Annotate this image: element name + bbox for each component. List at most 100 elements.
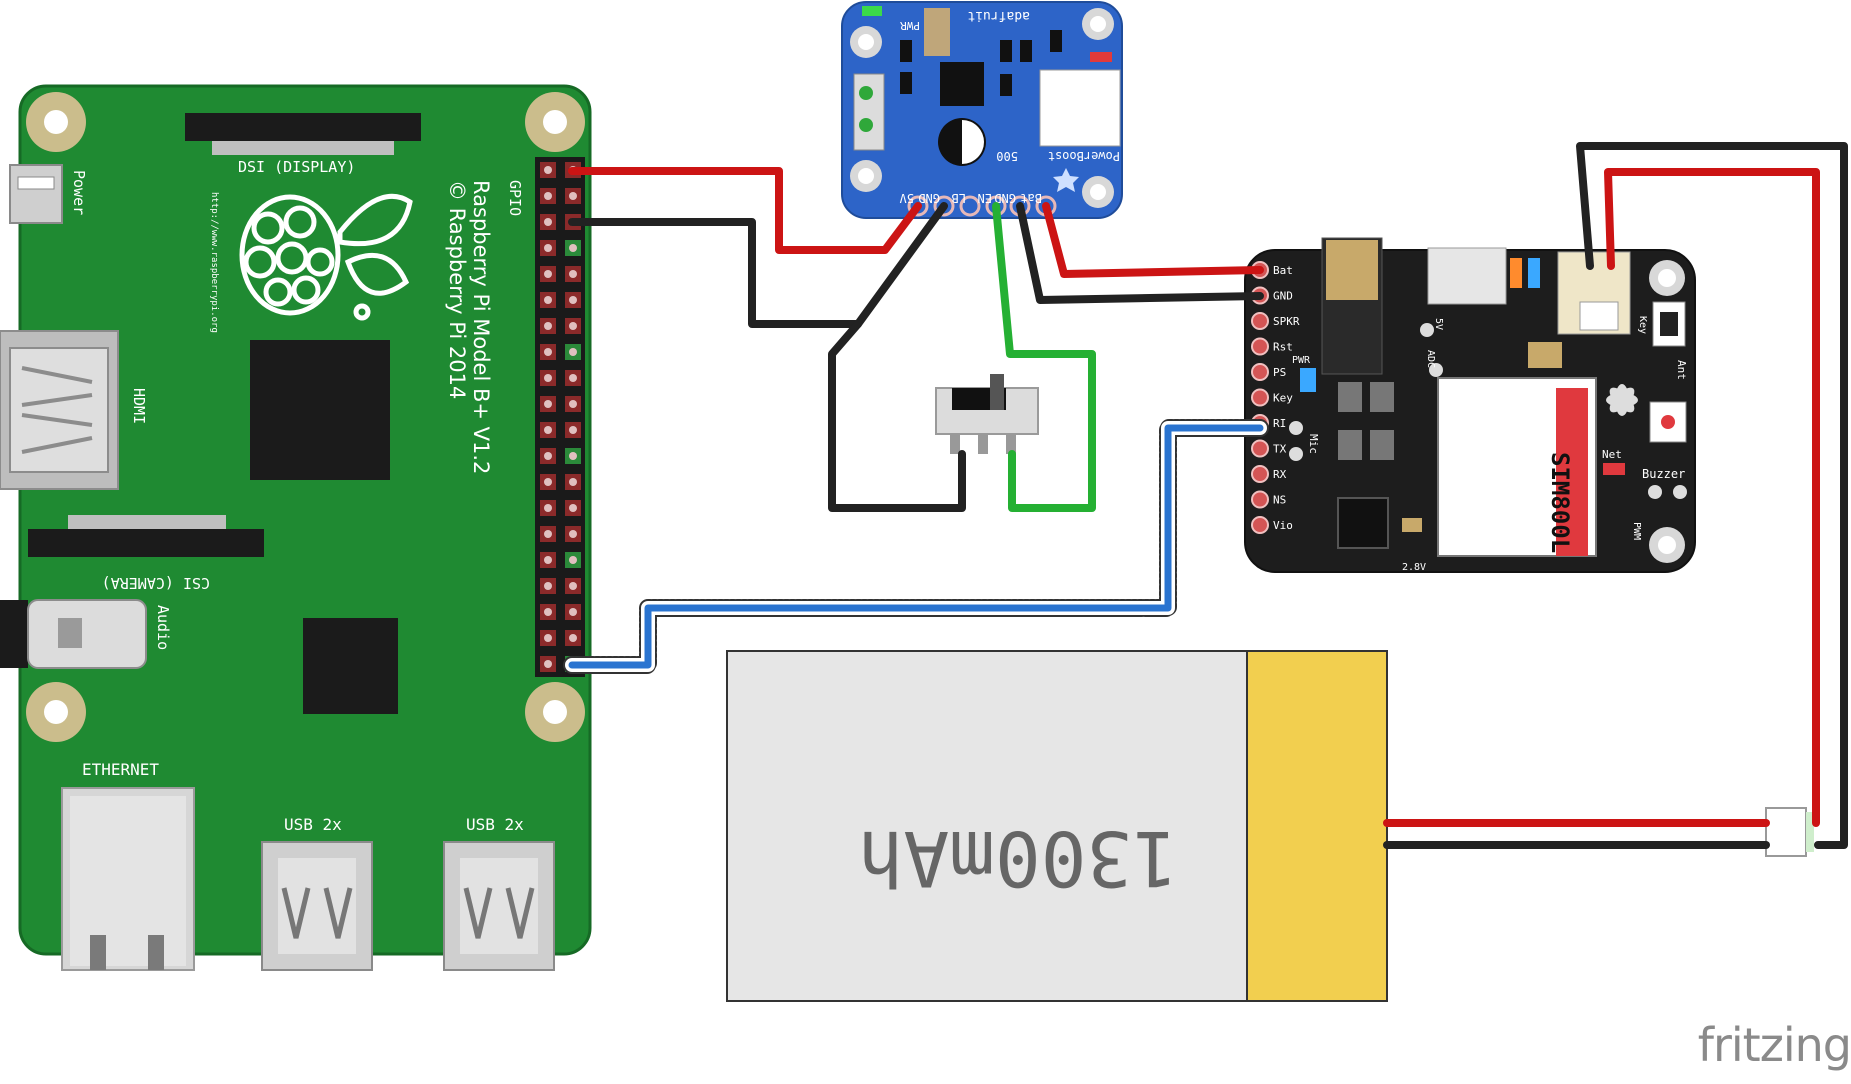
- gpio-pin[interactable]: [540, 526, 556, 542]
- copyright-label: © Raspberry Pi 2014: [445, 180, 469, 399]
- gpio-pin[interactable]: [565, 318, 581, 334]
- adafruit-flower-icon: [1606, 384, 1638, 416]
- wire-switch-gnd: [828, 320, 966, 512]
- wires: [563, 142, 1848, 849]
- fona-pin-label: Rst: [1273, 341, 1293, 354]
- audio-jack: [0, 599, 147, 669]
- usb-label-1: USB 2x: [284, 815, 342, 834]
- slide-switch: [935, 374, 1039, 454]
- fona-key-label: Key: [1637, 316, 1648, 334]
- fona-pin-label: RI: [1273, 417, 1286, 430]
- gpio-pin[interactable]: [540, 266, 556, 282]
- gpio-pin[interactable]: [540, 292, 556, 308]
- gpio-pin[interactable]: [565, 552, 581, 568]
- gpio-pin[interactable]: [540, 656, 556, 672]
- gpio-pin[interactable]: [565, 474, 581, 490]
- gpio-pin[interactable]: [540, 396, 556, 412]
- gpio-pin[interactable]: [540, 240, 556, 256]
- wire-rpi-5v: [568, 167, 922, 254]
- gpio-pin[interactable]: [540, 552, 556, 568]
- gpio-pin[interactable]: [540, 344, 556, 360]
- gpio-pin[interactable]: [565, 526, 581, 542]
- powerboost-pin[interactable]: GND: [918, 191, 955, 217]
- wire-fona-jst-black: [1576, 142, 1848, 849]
- gpio-label: GPIO: [506, 180, 524, 216]
- gpio-pin[interactable]: [565, 500, 581, 516]
- wire-rpi-key: [568, 424, 1264, 669]
- lan-chip: [303, 618, 398, 714]
- powerboost-pin-label: LB: [952, 191, 966, 205]
- gpio-pin[interactable]: [540, 162, 556, 178]
- csi-connector: [28, 515, 264, 557]
- fona-buzzer-label: Buzzer: [1642, 467, 1685, 481]
- soc-chip: [250, 340, 390, 480]
- fona-pin-label: TX: [1273, 443, 1287, 456]
- gpio-pin[interactable]: [540, 604, 556, 620]
- gpio-pin[interactable]: [565, 448, 581, 464]
- gpio-pin[interactable]: [540, 474, 556, 490]
- usb-port-1: [261, 841, 373, 971]
- gpio-pin[interactable]: [540, 370, 556, 386]
- powerboost-name: PowerBoost: [1048, 149, 1120, 163]
- lipo-battery: 1300mAh: [726, 650, 1814, 1002]
- gpio-pin[interactable]: [565, 188, 581, 204]
- gpio-header: [535, 157, 585, 677]
- wire-selection-outline: [563, 419, 1269, 674]
- fona-pin[interactable]: RX: [1251, 465, 1287, 483]
- fona-pin[interactable]: TX: [1251, 439, 1287, 458]
- gpio-pin[interactable]: [565, 266, 581, 282]
- fona-mic-label: Mic: [1307, 434, 1320, 454]
- fona-net-label: Net: [1602, 448, 1622, 461]
- gpio-pin[interactable]: [565, 604, 581, 620]
- fona-5v-label: 5V: [1433, 318, 1444, 330]
- fona-pin[interactable]: Rst: [1251, 337, 1293, 356]
- fona-pin-label: Vio: [1273, 519, 1293, 532]
- gpio-pin[interactable]: [565, 396, 581, 412]
- powerboost-pin[interactable]: LB: [952, 191, 981, 217]
- wire-switch-en: [992, 202, 1096, 512]
- powerboost-brand: adafruit: [967, 8, 1030, 23]
- gpio-pin[interactable]: [540, 188, 556, 204]
- usb-port-2: [443, 841, 555, 971]
- gpio-pin[interactable]: [540, 578, 556, 594]
- gpio-pin[interactable]: [540, 318, 556, 334]
- fona-pwm-label: PWM: [1631, 522, 1642, 540]
- fona-pin[interactable]: NS: [1251, 490, 1286, 509]
- fona-pin[interactable]: Vio: [1251, 516, 1293, 534]
- gpio-pin[interactable]: [565, 422, 581, 438]
- battery-jst-connector: [1765, 807, 1814, 857]
- wire-fona-jst-red: [1604, 168, 1820, 827]
- ethernet-label: ETHERNET: [82, 760, 159, 779]
- hdmi-label: HDMI: [130, 388, 148, 424]
- gpio-pin[interactable]: [565, 630, 581, 646]
- fona-pwr-label: PWR: [1292, 355, 1311, 366]
- usb-label-2: USB 2x: [466, 815, 524, 834]
- gpio-pin[interactable]: [540, 422, 556, 438]
- dsi-label: DSI (DISPLAY): [238, 158, 355, 176]
- gpio-pin[interactable]: [540, 500, 556, 516]
- model-label: Raspberry Pi Model B+ V1.2: [469, 180, 493, 474]
- fona-pin[interactable]: Key: [1251, 388, 1293, 407]
- fona-adc-label: ADC: [1425, 350, 1436, 368]
- powerboost-pin-label: Bat: [1020, 191, 1042, 205]
- fona-28v-label: 2.8V: [1402, 562, 1426, 573]
- fona-pin-label: SPKR: [1273, 315, 1300, 328]
- fona-pin[interactable]: SPKR: [1251, 312, 1300, 330]
- fona-pin[interactable]: PS: [1251, 363, 1286, 381]
- gpio-pin[interactable]: [540, 214, 556, 230]
- powerboost-pwr: PWR: [900, 19, 920, 32]
- fona-pin-label: Key: [1273, 392, 1293, 405]
- gpio-pin[interactable]: [540, 630, 556, 646]
- gpio-pin[interactable]: [540, 448, 556, 464]
- gpio-pin[interactable]: [565, 578, 581, 594]
- gpio-pin[interactable]: [565, 240, 581, 256]
- powerboost-model: 500: [996, 149, 1018, 163]
- fritzing-watermark: fritzing: [1697, 1018, 1851, 1072]
- gpio-pin[interactable]: [565, 292, 581, 308]
- fona-module-label: SIM800L: [1546, 452, 1574, 553]
- gpio-pin[interactable]: [565, 370, 581, 386]
- gpio-pin[interactable]: [565, 344, 581, 360]
